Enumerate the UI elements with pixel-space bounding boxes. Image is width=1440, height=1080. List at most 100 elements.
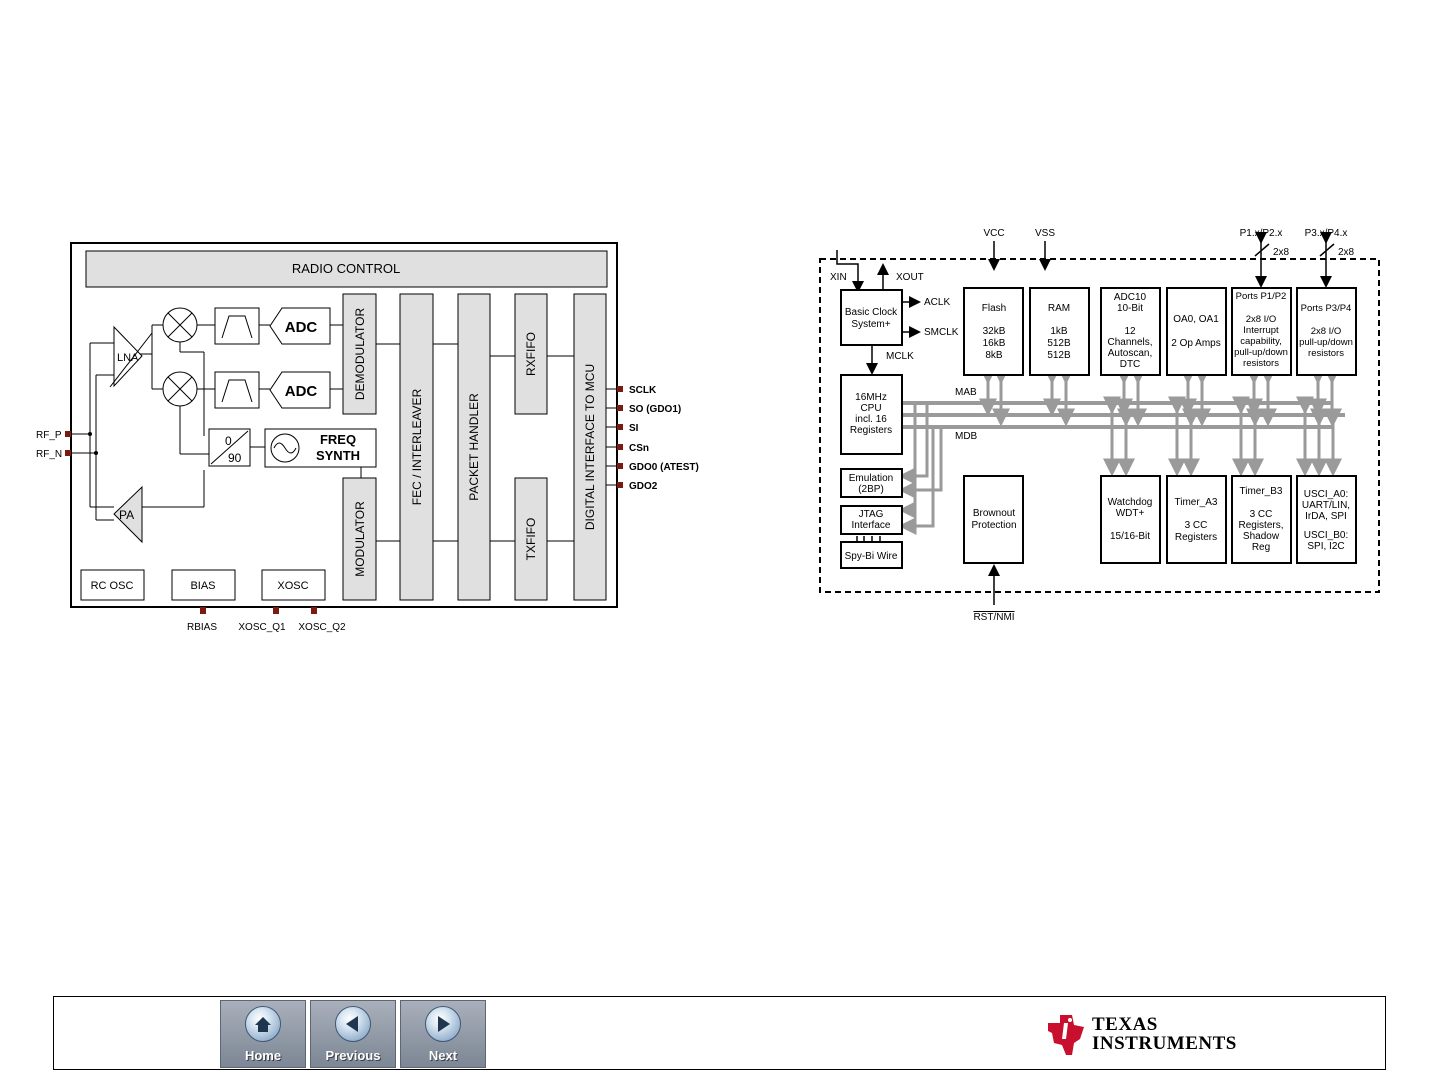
basic-clock-block bbox=[840, 289, 903, 346]
lna-gain-arrow-icon bbox=[109, 332, 153, 388]
mcu-block-diagram: VCC VSS P1.x/P2.x P3.x/P4.x 2x8 2x8 XIN … bbox=[819, 228, 1380, 623]
timer-a3-line: Registers bbox=[1175, 532, 1217, 543]
ports-p1p2-line: pull-up/down bbox=[1234, 347, 1288, 358]
ports-p1p2-line: Ports P1/P2 bbox=[1236, 291, 1287, 302]
ports-p3p4-line: Ports P3/P4 bbox=[1301, 303, 1352, 314]
texas-instruments-logo-icon bbox=[1048, 1015, 1084, 1055]
p1p2-label: P1.x/P2.x bbox=[1240, 228, 1283, 239]
pin-label-rf-n: RF_N bbox=[36, 449, 62, 460]
next-button[interactable]: Next bbox=[400, 1000, 486, 1068]
adc-top-block bbox=[269, 307, 331, 345]
phase-top-label: 0 bbox=[225, 434, 232, 448]
xosc-block bbox=[261, 569, 326, 601]
adc10-line: DTC bbox=[1120, 359, 1141, 370]
usci-line: UART/LIN, bbox=[1302, 500, 1350, 511]
logo-wordmark: Texas Instruments bbox=[1092, 1015, 1237, 1053]
emulation-line: Emulation bbox=[849, 473, 893, 484]
pin-label-so: SO (GDO1) bbox=[629, 404, 681, 415]
op-amps-block bbox=[1166, 287, 1227, 376]
ports-p3p4-block bbox=[1296, 287, 1357, 376]
adc10-block bbox=[1100, 287, 1161, 376]
rc-osc-label: RC OSC bbox=[91, 580, 134, 592]
adc10-line: Autoscan, bbox=[1108, 348, 1152, 359]
ram-line: 512B bbox=[1047, 338, 1071, 349]
jtag-block bbox=[840, 505, 903, 535]
vcc-label: VCC bbox=[983, 228, 1004, 239]
cpu-line: CPU bbox=[860, 403, 881, 414]
emulation-line: (2BP) bbox=[858, 484, 884, 495]
watchdog-line: WDT+ bbox=[1116, 508, 1145, 519]
phase-splitter-slash-icon bbox=[210, 430, 249, 465]
footer-bar: Home Previous Next Texas Instruments bbox=[53, 996, 1386, 1070]
pin-label-csn: CSn bbox=[629, 443, 649, 454]
pin-label-xosc-q2: XOSC_Q2 bbox=[298, 622, 346, 633]
packet-handler-label: PACKET HANDLER bbox=[467, 393, 481, 501]
ports-p3p4-line: 2x8 I/O bbox=[1311, 326, 1342, 337]
jtag-line: JTAG bbox=[859, 509, 884, 520]
mixer-top-icon bbox=[162, 307, 198, 343]
ports-p1p2-line: capability, bbox=[1240, 336, 1282, 347]
rxfifo-block bbox=[514, 293, 548, 415]
logo-line-2: Instruments bbox=[1092, 1033, 1237, 1054]
packet-handler-block bbox=[457, 293, 491, 601]
watchdog-line: Watchdog bbox=[1108, 497, 1153, 508]
rc-osc-block bbox=[80, 569, 145, 601]
pin-label-sclk: SCLK bbox=[629, 385, 657, 396]
cpu-line: 16MHz bbox=[855, 392, 887, 403]
timer-a3-line: 3 CC bbox=[1185, 520, 1208, 531]
previous-button[interactable]: Previous bbox=[310, 1000, 396, 1068]
pin-label-gdo2: GDO2 bbox=[629, 481, 658, 492]
rst-label: RST/NMI bbox=[973, 612, 1014, 623]
lna-label: LNA bbox=[117, 352, 139, 364]
usci-line: IrDA, SPI bbox=[1305, 511, 1347, 522]
timer-a3-block bbox=[1166, 475, 1227, 564]
emulation-block bbox=[840, 468, 903, 498]
debug-bus-links bbox=[898, 403, 943, 535]
pa-triangle-icon bbox=[113, 485, 143, 544]
mixer-bottom-icon bbox=[162, 371, 198, 407]
flash-line: Flash bbox=[982, 303, 1006, 314]
digital-interface-label: DIGITAL INTERFACE TO MCU bbox=[583, 364, 597, 530]
flash-block bbox=[963, 287, 1024, 376]
ram-block bbox=[1029, 287, 1090, 376]
home-button[interactable]: Home bbox=[220, 1000, 306, 1068]
op-amps-line: 2 Op Amps bbox=[1171, 338, 1220, 349]
brownout-line: Brownout bbox=[973, 508, 1015, 519]
pin-label-si: SI bbox=[629, 423, 639, 434]
ram-line: 512B bbox=[1047, 350, 1071, 361]
watchdog-line: 15/16-Bit bbox=[1110, 531, 1150, 542]
previous-button-label: Previous bbox=[325, 1048, 381, 1063]
aclk-label: ACLK bbox=[924, 297, 950, 308]
timer-b3-line: Timer_B3 bbox=[1240, 486, 1283, 497]
lna-triangle-icon bbox=[113, 325, 143, 388]
mcu-outer-frame bbox=[819, 258, 1380, 593]
adc-top-label: ADC bbox=[285, 319, 318, 336]
ports-p1p2-line: Interrupt bbox=[1243, 325, 1279, 336]
flash-line: 16kB bbox=[983, 338, 1006, 349]
ports-p3p4-line: pull-up/down bbox=[1299, 337, 1353, 348]
timer-a3-line: Timer_A3 bbox=[1175, 497, 1218, 508]
basic-clock-line: Basic Clock bbox=[845, 307, 898, 318]
home-icon bbox=[245, 1006, 281, 1042]
vss-label: VSS bbox=[1035, 228, 1055, 239]
ports-p1p2-line: 2x8 I/O bbox=[1246, 314, 1277, 325]
pin-label-gdo0: GDO0 (ATEST) bbox=[629, 462, 699, 473]
mdb-label: MDB bbox=[955, 431, 978, 442]
arrow-right-icon bbox=[425, 1006, 461, 1042]
fec-interleaver-block bbox=[399, 293, 434, 601]
pa-label: PA bbox=[119, 508, 134, 522]
modulator-label: MODULATOR bbox=[353, 501, 367, 577]
bus-width-label-2: 2x8 bbox=[1338, 247, 1355, 258]
junction-dot bbox=[94, 451, 98, 455]
radio-wires bbox=[68, 324, 622, 542]
cpu-block bbox=[840, 374, 903, 455]
next-button-label: Next bbox=[428, 1048, 458, 1063]
rxfifo-label: RXFIFO bbox=[524, 332, 538, 376]
fec-interleaver-label: FEC / INTERLEAVER bbox=[410, 388, 424, 505]
radio-control-label: RADIO CONTROL bbox=[292, 261, 400, 276]
pin-label-rf-p: RF_P bbox=[36, 430, 62, 441]
flash-line: 32kB bbox=[983, 326, 1006, 337]
brownout-block bbox=[963, 475, 1024, 564]
bus-width-label-1: 2x8 bbox=[1273, 247, 1290, 258]
timer-b3-line: Reg bbox=[1252, 542, 1270, 553]
